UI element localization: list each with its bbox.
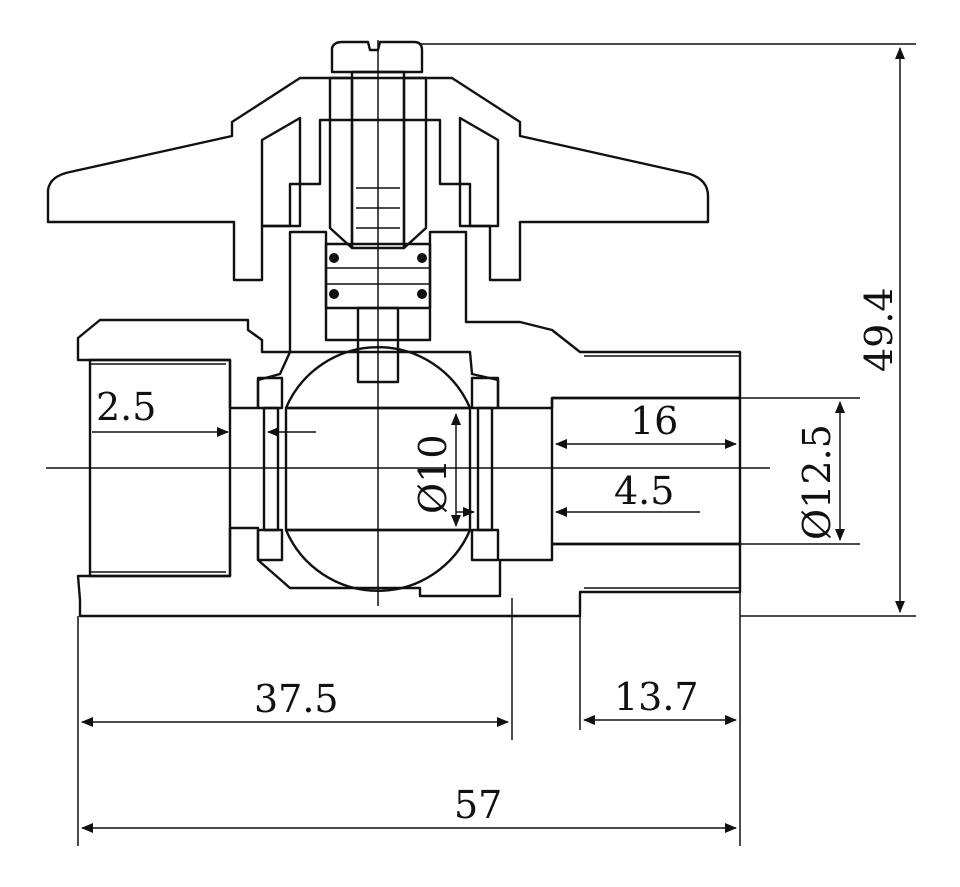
dim-seat-width: 4.5 bbox=[614, 469, 674, 513]
seat-rings bbox=[256, 376, 500, 562]
dimension-overall-length: 57 bbox=[81, 783, 737, 833]
dimension-seat-width: 4.5 bbox=[456, 469, 700, 517]
handle-lever bbox=[46, 76, 710, 282]
handle-screw bbox=[330, 40, 424, 250]
dim-ball-diameter: Ø10 bbox=[411, 434, 455, 514]
dim-bore-diameter: Ø12.5 bbox=[795, 424, 839, 540]
dim-outlet-depth: 16 bbox=[630, 399, 678, 443]
dimension-right-thread: 13.7 bbox=[579, 592, 741, 846]
dimension-outlet-depth: 16 bbox=[555, 399, 737, 449]
dim-right-thread: 13.7 bbox=[614, 675, 699, 719]
dim-left-to-stem: 37.5 bbox=[254, 677, 339, 721]
dim-overall-height: 49.4 bbox=[857, 287, 901, 372]
dimension-ball-diameter: Ø10 bbox=[411, 413, 461, 527]
dim-inlet-depth: 2.5 bbox=[96, 385, 156, 429]
dimension-inlet-depth: 2.5 bbox=[92, 385, 316, 437]
dim-overall-length: 57 bbox=[454, 783, 502, 827]
center-lines bbox=[46, 40, 770, 606]
dimension-bore: Ø12.5 bbox=[740, 397, 860, 545]
dimension-height: 49.4 bbox=[420, 43, 916, 617]
dimension-left-to-stem: 37.5 bbox=[77, 598, 513, 846]
